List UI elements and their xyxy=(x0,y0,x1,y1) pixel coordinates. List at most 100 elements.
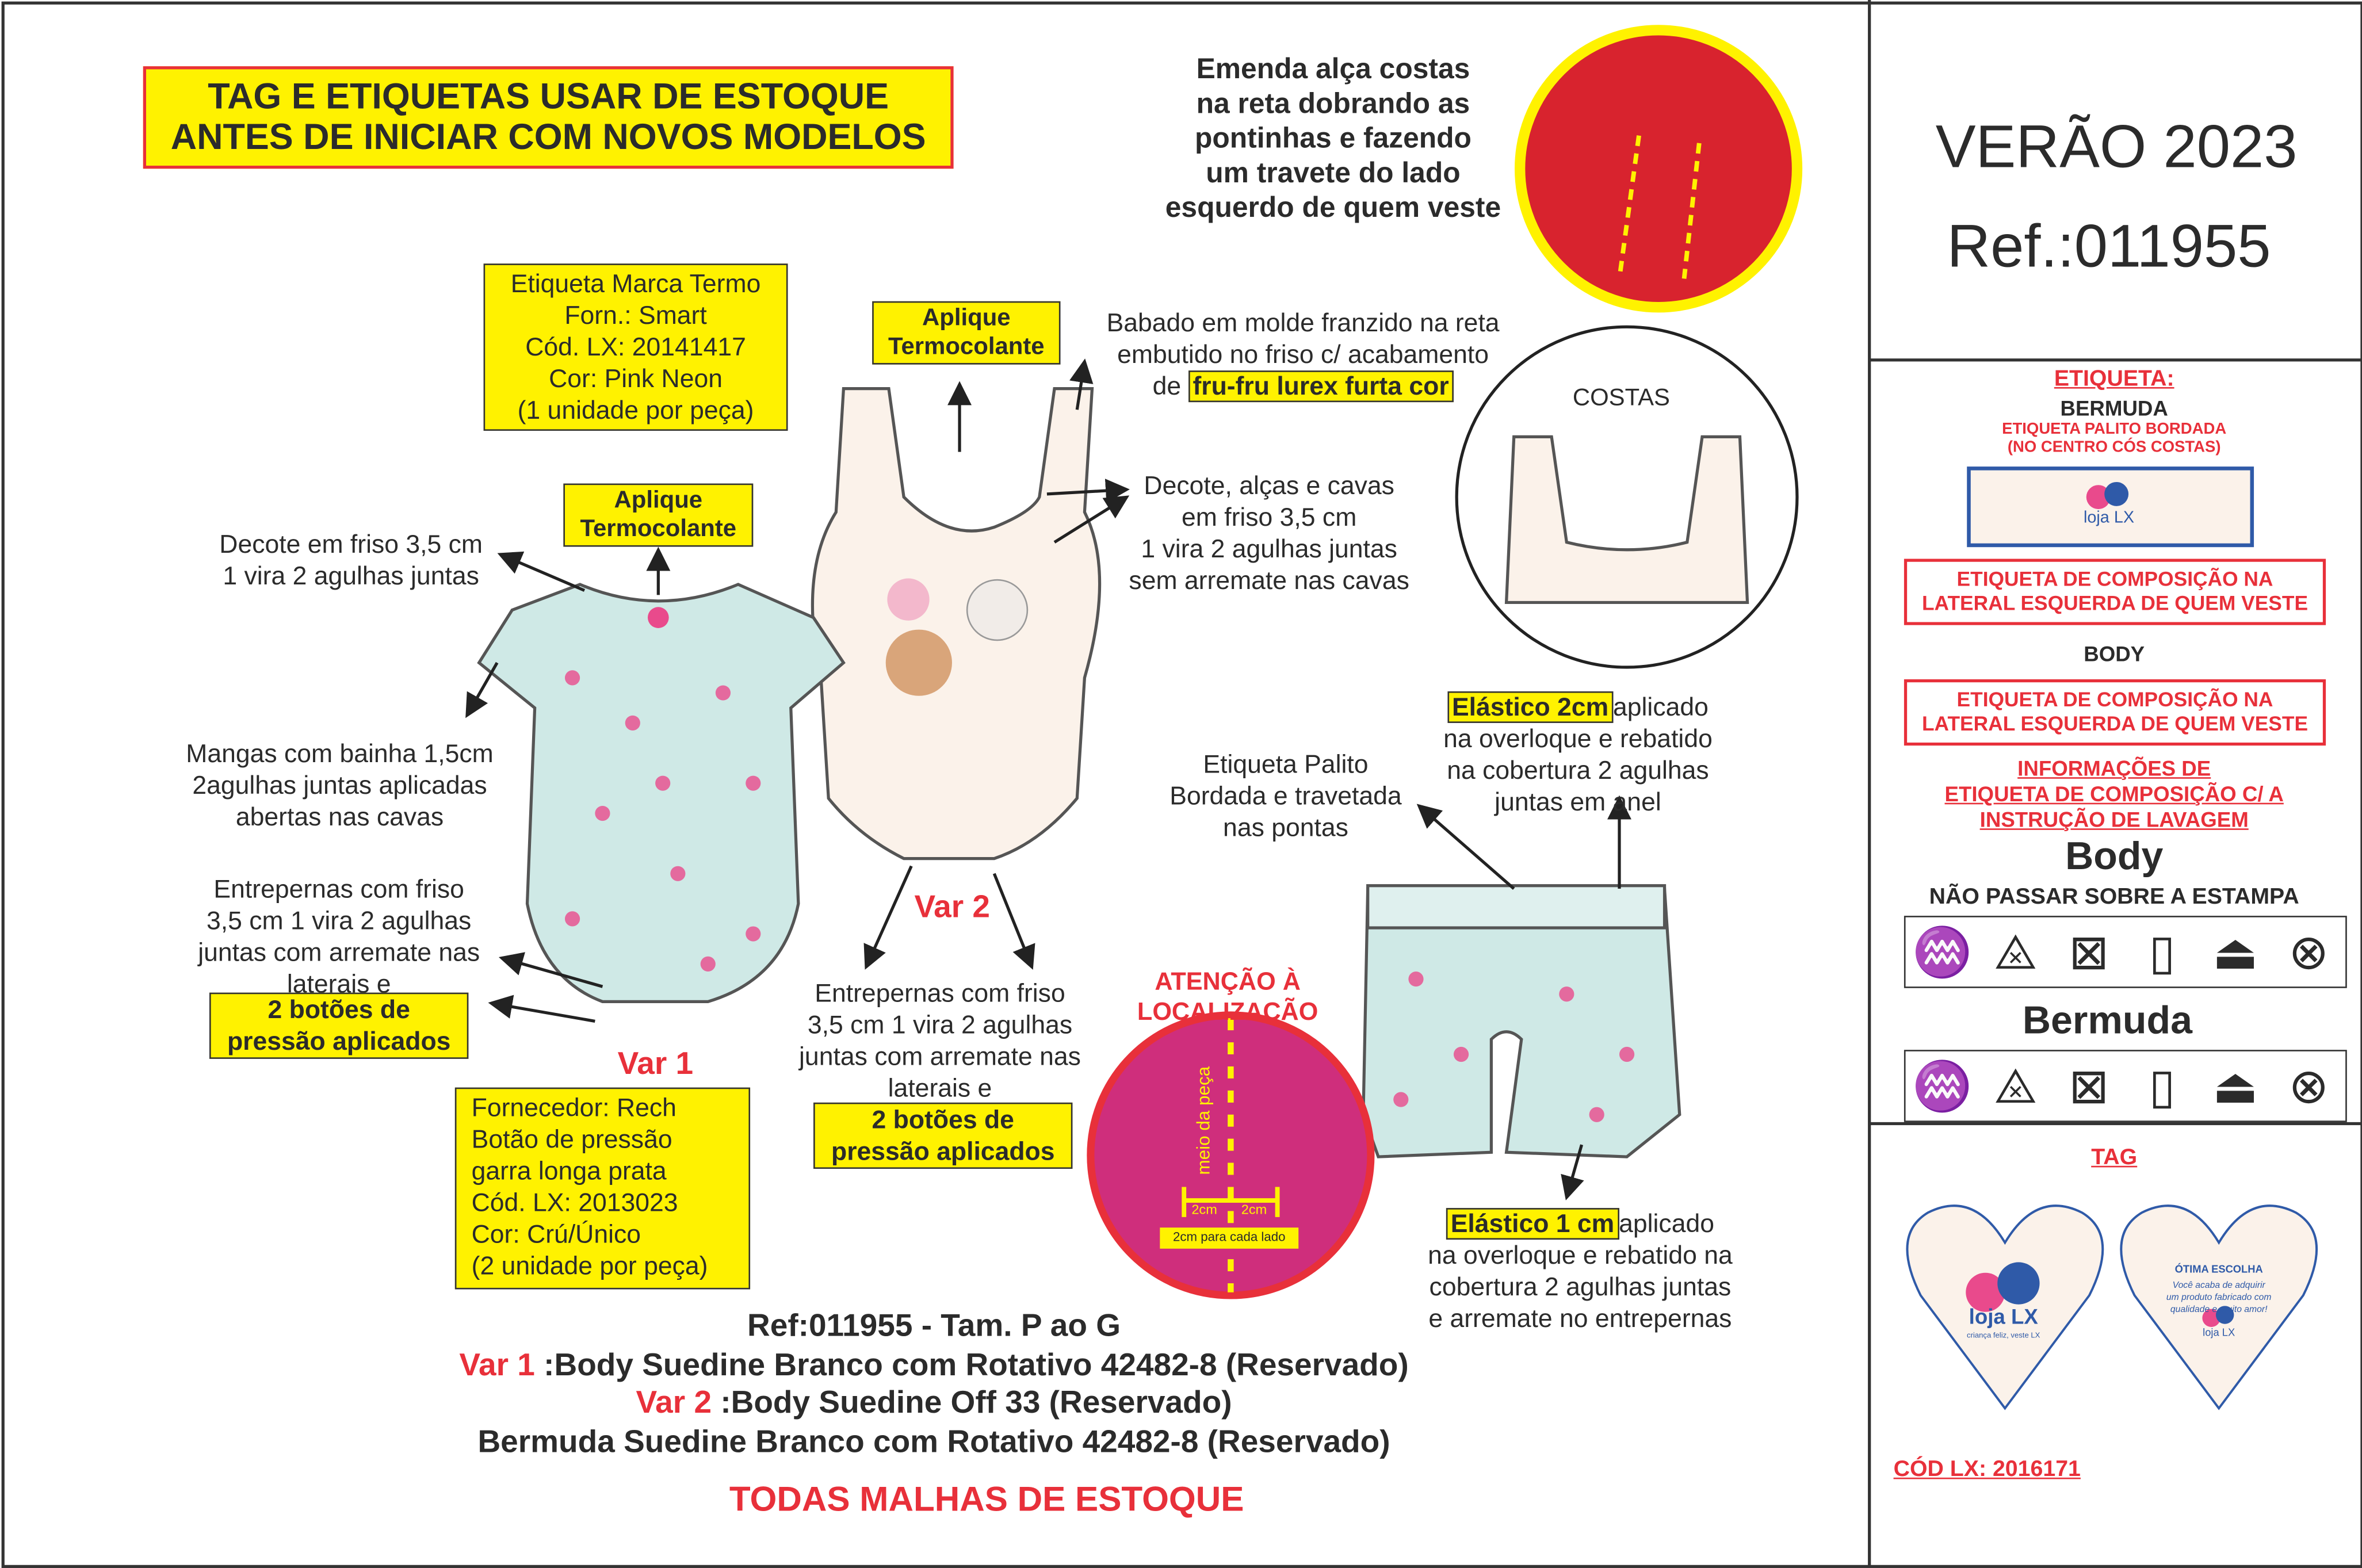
note-line: cobertura 2 agulhas juntas xyxy=(1429,1272,1732,1302)
botoes-label-var2: 2 botões de pressão aplicados xyxy=(813,1102,1073,1169)
emenda-note: Emenda alça costas na reta dobrando as p… xyxy=(1145,53,1522,226)
note-line: juntas com arremate nas xyxy=(198,938,480,967)
box-line: (1 unidade por peça) xyxy=(517,396,754,425)
highlight: Elástico 2cm xyxy=(1447,691,1614,723)
panel-divider xyxy=(1868,0,1871,1567)
palito-instructions: ETIQUETA PALITO BORDADA(NO CENTRO CÓS CO… xyxy=(1870,420,2359,457)
note-line: laterais e xyxy=(888,1074,992,1103)
title-line: INSTRUÇÃO DE LAVAGEM xyxy=(1979,807,2249,832)
title-line: LOCALIZAÇÃO xyxy=(1137,999,1318,1026)
note-line: 1 vira 2 agulhas juntas xyxy=(223,561,479,591)
note-line: Entrepernas com friso xyxy=(213,875,464,904)
etiqueta-marca-box: Etiqueta Marca Termo Forn.: Smart Cód. L… xyxy=(483,263,788,431)
body-var1-sketch xyxy=(477,583,846,1003)
iron-low-icon: ⏏ xyxy=(2212,1058,2258,1114)
no-tumble-dry-icon: ⊠ xyxy=(2068,1058,2109,1114)
box-line: ETIQUETA DE COMPOSIÇÃO NA xyxy=(1956,568,2273,591)
tag-line: um produto fabricado com xyxy=(2166,1294,2272,1303)
note-line: juntas com arremate nas xyxy=(799,1042,1081,1071)
highlight: Elástico 1 cm xyxy=(1446,1208,1619,1240)
summary-line: Bermuda Suedine Branco com Rotativo 4248… xyxy=(477,1424,1390,1459)
fabric-summary: Ref:011955 - Tam. P ao G Var 1 :Body Sue… xyxy=(271,1307,1596,1461)
box-line: Termocolante xyxy=(580,517,737,542)
summary-line: :Body Suedine Branco com Rotativo 42482-… xyxy=(534,1347,1409,1382)
box-line: LATERAL ESQUERDA DE QUEM VESTE xyxy=(1921,592,2309,615)
note-line: nas pontas xyxy=(1223,813,1348,842)
cm-right: 2cm xyxy=(1241,1202,1267,1217)
tag-back-logo: loja LX xyxy=(2203,1328,2235,1339)
reference-code: Ref.:011955 xyxy=(1947,213,2271,281)
no-bleach-icon: ⨻ xyxy=(1994,924,2038,980)
note-line: aplicado xyxy=(1619,1209,1714,1238)
palito-label xyxy=(1967,466,2254,548)
title-line: ETIQUETA DE COMPOSIÇÃO C/ A xyxy=(1944,782,2284,806)
note-line: sem arremate nas cavas xyxy=(1129,566,1409,595)
emenda-photo xyxy=(1515,25,1803,313)
bermuda-label-title: BERMUDA xyxy=(2060,396,2168,420)
note-line: Etiqueta Palito xyxy=(1203,750,1369,779)
note-line: Entrepernas com friso xyxy=(815,979,1065,1008)
box-line: Fornecedor: Rech xyxy=(471,1093,677,1122)
no-dry-clean-icon: ⊗ xyxy=(2288,924,2329,980)
hand-wash-icon: ♒ xyxy=(1912,924,1973,980)
box-line: Aplique xyxy=(922,305,1011,332)
divider xyxy=(1869,358,2362,362)
malhas-note: TODAS MALHAS DE ESTOQUE xyxy=(729,1479,1244,1519)
box-line: Cód. LX: 2013023 xyxy=(471,1188,678,1217)
note-line: embutido no friso c/ acabamento xyxy=(1117,340,1489,369)
var-label: Var 2 xyxy=(636,1386,712,1421)
box-line: Etiqueta Marca Termo xyxy=(510,269,761,299)
no-tumble-dry-icon: ⊠ xyxy=(2068,924,2109,980)
care-symbols-bermuda: ♒⨻⊠▯⏏⊗ xyxy=(1904,1050,2347,1122)
summary-line: Ref:011955 - Tam. P ao G xyxy=(747,1309,1121,1344)
box-line: (2 unidade por peça) xyxy=(471,1252,708,1280)
var2-label: Var 2 xyxy=(914,890,990,925)
box-line: pressão aplicados xyxy=(831,1137,1055,1166)
tag-front-logo: loja LX xyxy=(1969,1304,2038,1329)
note-line: na cobertura 2 agulhas xyxy=(1447,756,1709,785)
tag-title: TAG xyxy=(2091,1145,2138,1171)
box-line: Cor: Pink Neon xyxy=(549,364,723,393)
box-line: Termocolante xyxy=(888,334,1045,360)
body-care-title: Body xyxy=(2065,833,2164,878)
box-line: LATERAL ESQUERDA DE QUEM VESTE xyxy=(1921,712,2309,735)
box-line: 2 botões de xyxy=(872,1106,1014,1134)
bermuda-sketch xyxy=(1362,887,1681,1158)
atencao-photo xyxy=(1087,1011,1375,1299)
dry-flat-icon: ▯ xyxy=(2149,924,2176,980)
costas-sketch xyxy=(1504,435,1749,605)
note-line: esquerdo de quem veste xyxy=(1165,193,1501,225)
highlight: fru-fru lurex furta cor xyxy=(1188,370,1454,403)
note-line: Decote em friso 3,5 cm xyxy=(219,530,483,559)
no-dry-clean-icon: ⊗ xyxy=(2288,1058,2329,1114)
entrepernas-var2-note: Entrepernas com friso 3,5 cm 1 vira 2 agu… xyxy=(776,977,1104,1104)
note-line: em friso 3,5 cm xyxy=(1182,503,1357,532)
palito-logo: loja LX xyxy=(2083,509,2135,527)
title-line: INFORMAÇÕES DE xyxy=(2017,756,2211,781)
note-line: um travete do lado xyxy=(1206,158,1461,190)
note-line: 2agulhas juntas aplicadas xyxy=(192,771,487,800)
note-line: 3,5 cm 1 vira 2 agulhas xyxy=(807,1011,1073,1039)
note-line: e arremate no entrepernas xyxy=(1428,1304,1732,1333)
note-line: abertas nas cavas xyxy=(235,802,444,832)
babado-note: Babado em molde franzido na reta embutid… xyxy=(1077,307,1529,403)
note-line: de xyxy=(1152,372,1182,401)
stock-notice: TAG E ETIQUETAS USAR DE ESTOQUE ANTES DE… xyxy=(143,66,954,169)
bermuda-care-title: Bermuda xyxy=(2022,997,2192,1043)
cod-lx: CÓD LX: 2016171 xyxy=(1893,1456,2081,1482)
note-line: na overloque e rebatido na xyxy=(1428,1241,1733,1270)
etiqueta-title: ETIQUETA: xyxy=(2054,366,2174,392)
var-label: Var 1 xyxy=(459,1347,535,1382)
cada-lado-label: 2cm para cada lado xyxy=(1172,1229,1286,1244)
